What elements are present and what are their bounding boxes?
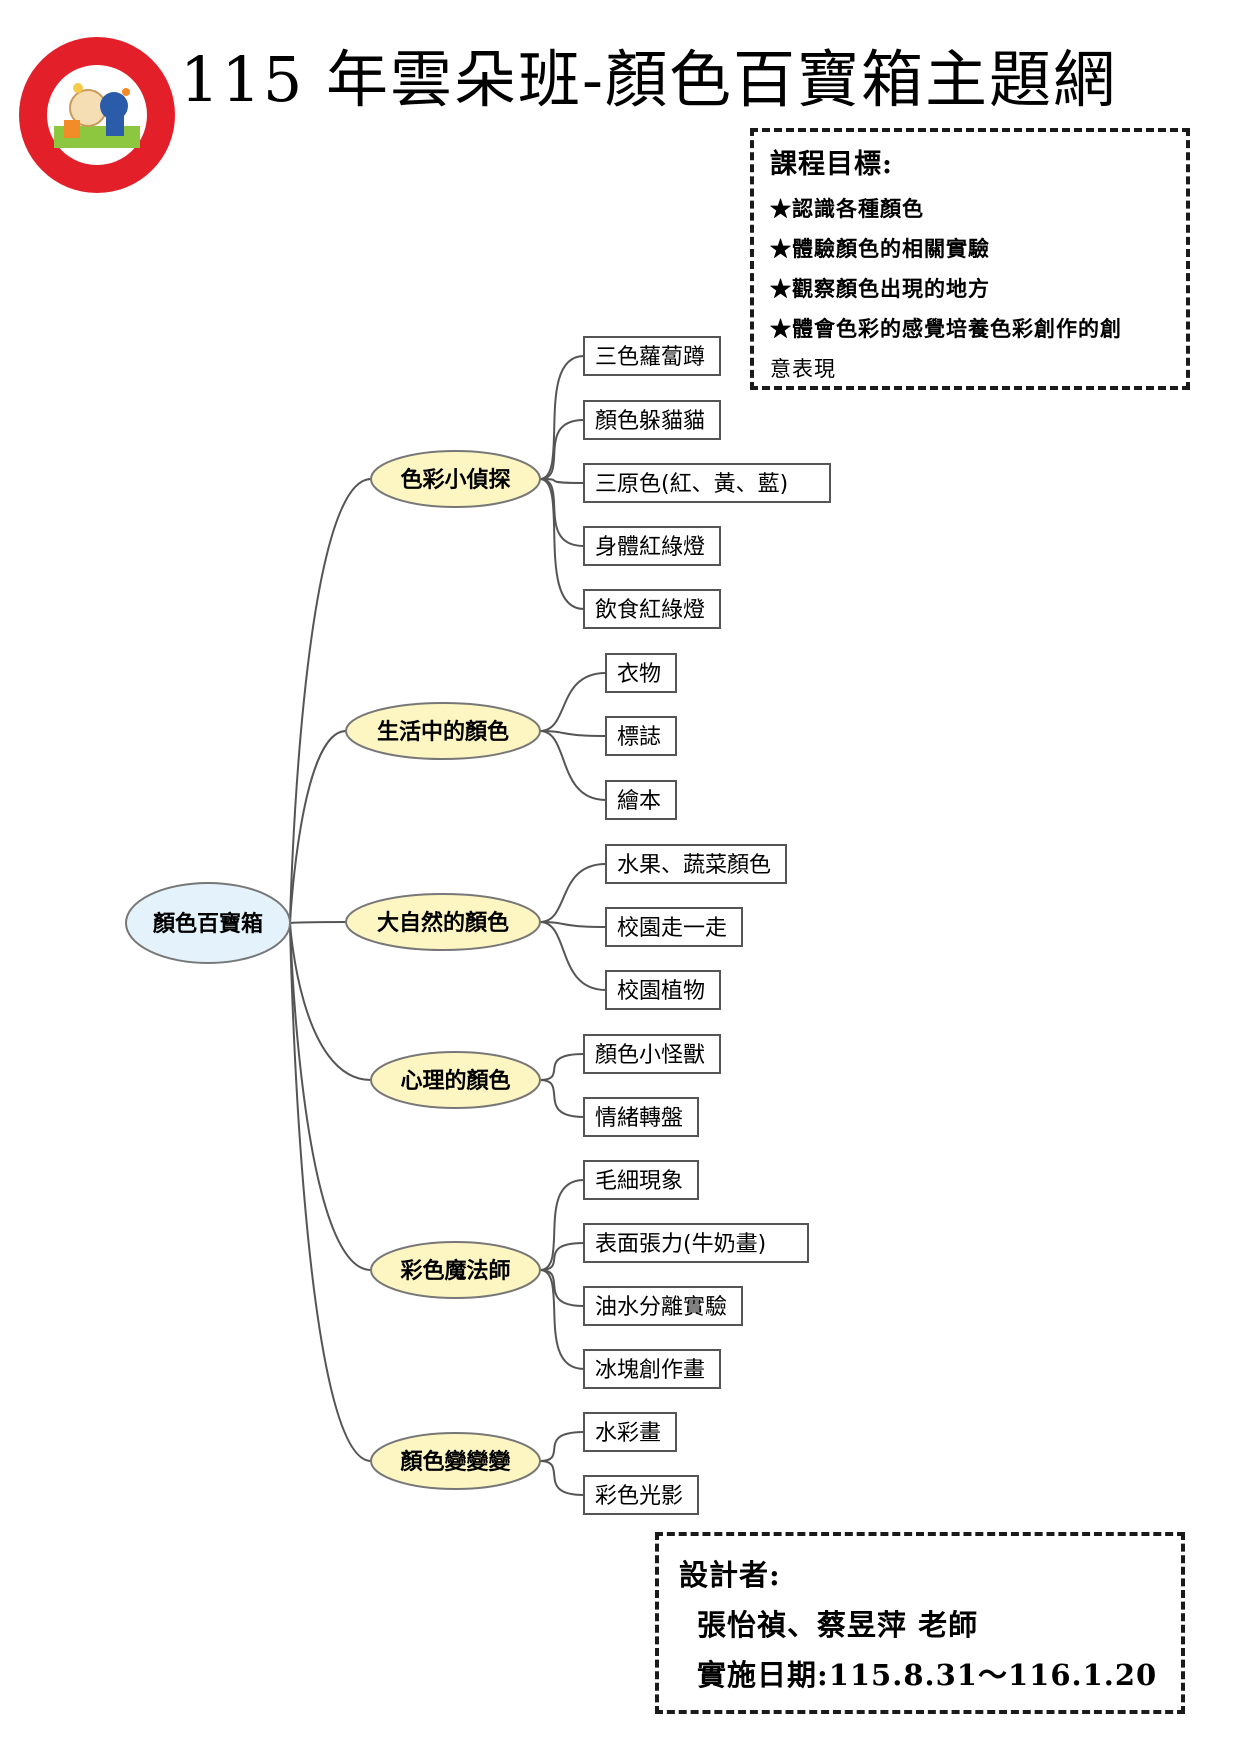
leaf-label: 情緒轉盤 (595, 1106, 683, 1131)
leaf-label: 標誌 (617, 725, 661, 750)
branch-node (370, 1241, 541, 1299)
leaf-box (583, 526, 721, 566)
branch-label: 彩色魔法師 (399, 1258, 510, 1284)
leaf-box (605, 780, 677, 820)
designer-label: 設計者: (679, 1558, 781, 1592)
leaf-box (583, 1475, 699, 1515)
leaf-box (583, 1097, 699, 1137)
goal-item: ★觀察顏色出現的地方 (770, 276, 990, 301)
connector-line (539, 730, 607, 801)
connector-line (539, 863, 607, 923)
school-logo (18, 36, 176, 194)
connector-line (539, 672, 607, 732)
leaf-label: 彩色光影 (595, 1484, 683, 1509)
connector-line (539, 1179, 585, 1271)
leaf-box (583, 1286, 743, 1326)
leaf-label: 表面張力(牛奶畫) (595, 1232, 766, 1257)
leaf-label: 校園走一走 (617, 916, 727, 941)
connector-line (539, 478, 585, 610)
connector-line (539, 478, 585, 547)
leaf-box (605, 716, 677, 756)
goal-item: ★體驗顏色的相關實驗 (770, 236, 990, 261)
page-title: 115 年雲朵班-顏色百寶箱主題網 (180, 43, 1117, 116)
leaf-box (583, 589, 721, 629)
leaf-label: 油水分離實驗 (595, 1295, 727, 1320)
leaf-label: 三原色(紅、黃、藍) (595, 472, 788, 497)
connector-line (289, 922, 372, 1271)
leaf-box (583, 1412, 677, 1452)
root-node (125, 882, 291, 964)
connector-line (539, 1079, 585, 1118)
goals-title: 課程目標: (770, 149, 893, 180)
leaf-box (583, 1160, 699, 1200)
leaf-label: 水果、蔬菜顏色 (617, 853, 771, 878)
connector-line (539, 478, 585, 484)
leaf-box (583, 336, 721, 376)
connector-line (539, 1431, 585, 1462)
leaf-box (583, 1223, 809, 1263)
leaf-label: 身體紅綠燈 (595, 535, 705, 560)
connector-line (539, 419, 585, 480)
leaf-box (605, 970, 721, 1010)
leaf-label: 水彩畫 (595, 1421, 661, 1446)
connector-line (289, 922, 372, 1462)
connector-line (539, 921, 607, 991)
connector-line (539, 1242, 585, 1271)
designer-names: 張怡禎、蔡昱萍 老師 (697, 1608, 979, 1642)
leaf-box (583, 1349, 721, 1389)
branch-label: 生活中的顏色 (377, 719, 509, 745)
goal-item: ★認識各種顏色 (770, 196, 924, 221)
leaf-label: 顏色躲貓貓 (595, 409, 705, 434)
goal-item: ★體會色彩的感覺培養色彩創作的創 (770, 316, 1122, 341)
leaf-label: 毛細現象 (595, 1169, 683, 1194)
designer-box: 設計者: 張怡禎、蔡昱萍 老師 實施日期:115.8.31～116.1.20 (655, 1532, 1185, 1714)
connector-line (289, 478, 372, 924)
goal-item: 意表現 (770, 357, 836, 381)
leaf-label: 顏色小怪獸 (595, 1043, 705, 1068)
leaf-box (583, 463, 831, 503)
branch-node (345, 893, 541, 951)
branch-node (345, 702, 541, 760)
leaf-label: 衣物 (617, 662, 661, 687)
leaf-box (583, 1034, 721, 1074)
connector-line (539, 1053, 585, 1081)
branch-label: 大自然的顏色 (377, 910, 509, 936)
connector-line (539, 355, 585, 480)
connector-line (539, 921, 607, 928)
leaf-box (583, 400, 721, 440)
implementation-date: 實施日期:115.8.31～116.1.20 (697, 1658, 1158, 1692)
branch-label: 顏色變變變 (400, 1449, 511, 1475)
leaf-label: 三色蘿蔔蹲 (595, 345, 705, 370)
leaf-label: 繪本 (617, 789, 661, 814)
leaf-label: 校園植物 (617, 979, 705, 1004)
branch-label: 心理的顏色 (400, 1068, 510, 1094)
root-label: 顏色百寶箱 (153, 911, 263, 937)
leaf-label: 飲食紅綠燈 (595, 598, 705, 623)
connector-line (539, 1269, 585, 1307)
leaf-box (605, 844, 787, 884)
connector-line (539, 1269, 585, 1370)
branch-node (370, 450, 541, 508)
branch-label: 色彩小偵探 (400, 467, 510, 493)
leaf-box (605, 907, 743, 947)
connector-line (289, 922, 372, 1081)
leaf-box (605, 653, 677, 693)
connector-line (539, 1460, 585, 1496)
curriculum-goals-box: 課程目標: ★認識各種顏色 ★體驗顏色的相關實驗 ★觀察顏色出現的地方 ★體會色… (750, 128, 1190, 390)
branch-node (370, 1051, 541, 1109)
connector-line (539, 730, 607, 737)
leaf-label: 冰塊創作畫 (595, 1358, 705, 1383)
connector-line (289, 921, 347, 924)
branch-node (370, 1432, 541, 1490)
connector-line (289, 730, 347, 924)
